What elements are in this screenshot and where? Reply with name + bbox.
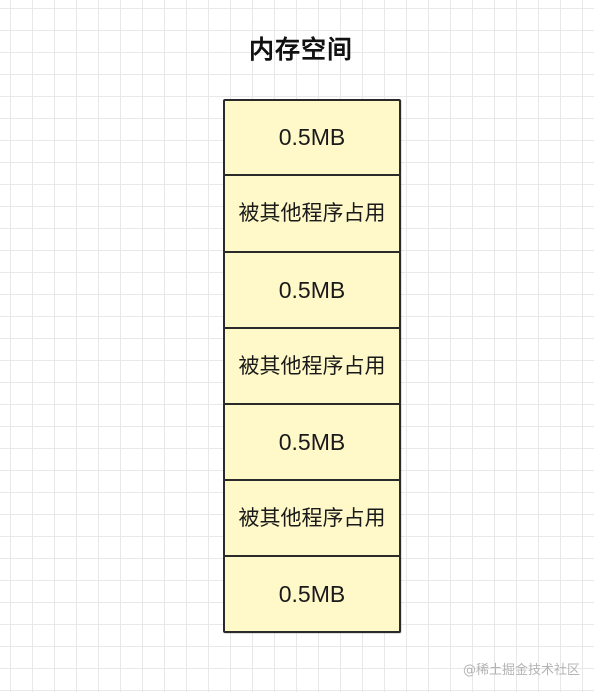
diagram-title: 内存空间 <box>248 35 353 64</box>
block-label: 被其他程序占用 <box>238 353 386 378</box>
block-label: 0.5MB <box>278 124 346 150</box>
block-label: 0.5MB <box>278 428 346 455</box>
memory-block-occupied: 被其他程序占用 <box>223 479 401 557</box>
memory-block-free: 0.5MB <box>223 251 401 329</box>
block-label: 被其他程序占用 <box>238 505 386 530</box>
block-label: 0.5MB <box>278 276 346 303</box>
memory-block-occupied: 被其他程序占用 <box>223 327 401 405</box>
block-label: 被其他程序占用 <box>238 201 386 225</box>
memory-stack: 0.5MB 被其他程序占用 0.5MB 被其他程序占用 0.5MB 被其他程序占… <box>223 99 401 633</box>
memory-block-free: 0.5MB <box>223 555 401 633</box>
memory-block-occupied: 被其他程序占用 <box>223 174 401 253</box>
block-label: 0.5MB <box>278 580 346 607</box>
memory-block-free: 0.5MB <box>223 99 401 176</box>
memory-block-free: 0.5MB <box>223 403 401 481</box>
watermark: @稀土掘金技术社区 <box>462 663 580 678</box>
